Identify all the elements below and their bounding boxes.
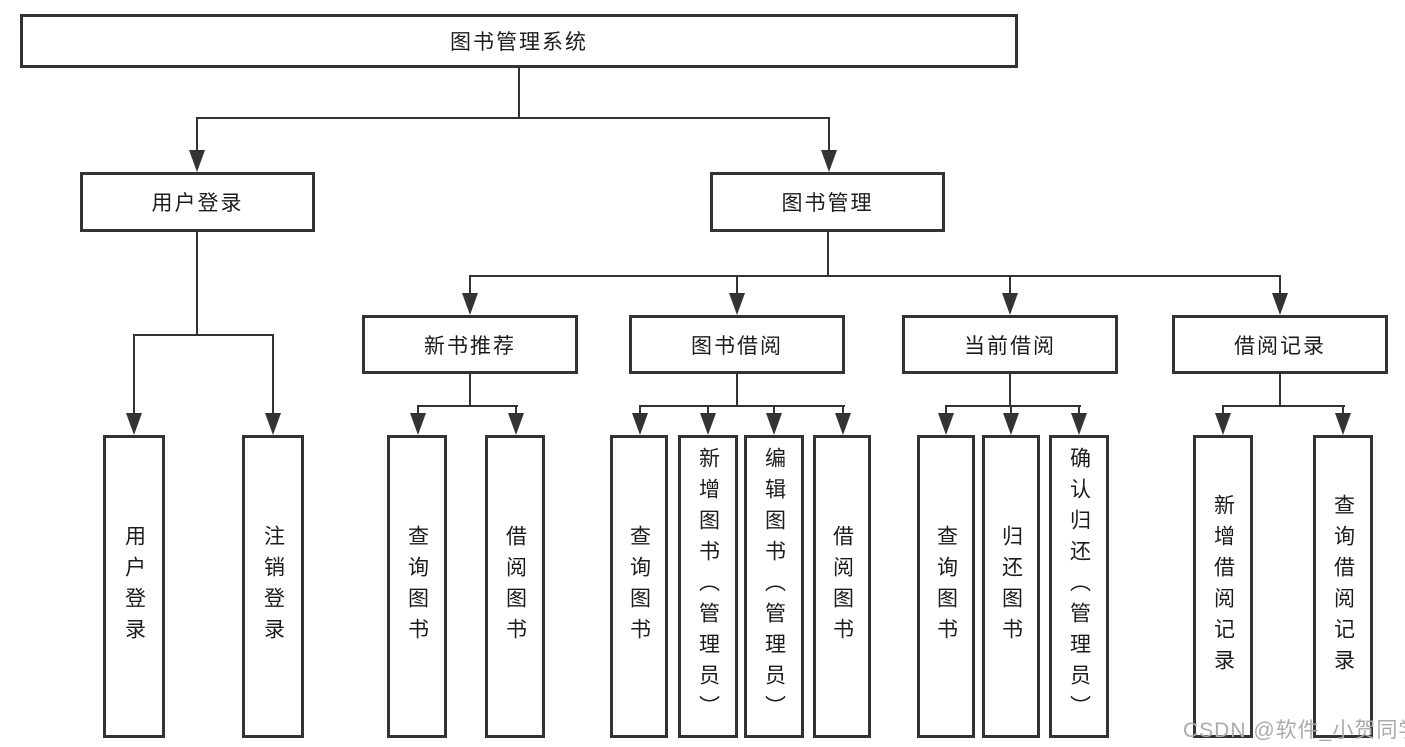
connector-line [518, 67, 520, 119]
arrow-down-icon [1003, 413, 1019, 435]
node-book-management: 图书管理 [710, 172, 945, 232]
leaf-add-books-admin-label: 新增图书（管理员） [696, 447, 720, 726]
leaf-confirm-return-admin: 确认归还（管理员） [1049, 435, 1109, 738]
connector-line [1010, 405, 1012, 415]
csdn-watermark: CSDN @软件_小贺同学 [1183, 719, 1405, 742]
arrow-down-icon [632, 413, 648, 435]
leaf-borrow-books: 借阅图书 [813, 435, 871, 738]
node-borrow-records: 借阅记录 [1172, 315, 1388, 374]
node-current-borrow-label: 当前借阅 [964, 334, 1056, 358]
arrow-down-icon [1272, 293, 1288, 315]
connector-line [1009, 374, 1011, 407]
leaf-query-books-recommend: 查询图书 [387, 435, 447, 738]
leaf-borrow-books-recommend-label: 借阅图书 [503, 524, 527, 649]
connector-line [1009, 275, 1011, 295]
arrow-down-icon [1215, 413, 1231, 435]
leaf-logout-label: 注销登录 [261, 524, 285, 649]
leaf-add-borrow-record: 新增借阅记录 [1193, 435, 1253, 738]
connector-line [1222, 405, 1224, 415]
node-user-login: 用户登录 [80, 172, 315, 232]
connector-line [133, 334, 135, 413]
leaf-edit-books-admin: 编辑图书（管理员） [744, 435, 804, 738]
node-book-borrow: 图书借阅 [629, 315, 845, 374]
arrow-down-icon [265, 413, 281, 435]
connector-line [469, 275, 471, 295]
arrow-down-icon [835, 413, 851, 435]
connector-line [945, 405, 1081, 407]
leaf-query-books-current: 查询图书 [917, 435, 975, 738]
arrow-down-icon [189, 150, 205, 172]
connector-line [842, 405, 844, 415]
arrow-down-icon [126, 413, 142, 435]
node-root-label: 图书管理系统 [450, 31, 588, 54]
node-root-system: 图书管理系统 [20, 14, 1018, 68]
connector-line [1279, 275, 1281, 295]
leaf-confirm-return-admin-label: 确认归还（管理员） [1067, 447, 1091, 726]
leaf-return-books: 归还图书 [982, 435, 1040, 738]
connector-line [469, 275, 1281, 277]
connector-line [1222, 405, 1345, 407]
arrow-down-icon [766, 413, 782, 435]
arrow-down-icon [821, 150, 837, 172]
arrow-down-icon [729, 293, 745, 315]
connector-line [469, 374, 471, 407]
leaf-add-books-admin: 新增图书（管理员） [678, 435, 738, 738]
leaf-edit-books-admin-label: 编辑图书（管理员） [762, 447, 786, 726]
connector-line [736, 374, 738, 407]
node-new-book-recommend: 新书推荐 [362, 315, 578, 374]
connector-line [196, 232, 198, 336]
connector-line [945, 405, 947, 415]
node-borrow-records-label: 借阅记录 [1234, 334, 1326, 358]
leaf-user-login-label: 用户登录 [122, 524, 146, 649]
connector-line [827, 232, 829, 277]
leaf-query-books-borrow: 查询图书 [610, 435, 668, 738]
connector-line [707, 405, 709, 415]
arrow-down-icon [1071, 413, 1087, 435]
connector-line [515, 405, 517, 415]
node-book-borrow-label: 图书借阅 [691, 334, 783, 358]
node-current-borrow: 当前借阅 [902, 315, 1118, 374]
arrow-down-icon [700, 413, 716, 435]
connector-line [736, 275, 738, 295]
leaf-borrow-books-recommend: 借阅图书 [485, 435, 545, 738]
connector-line [196, 117, 198, 152]
connector-line [1342, 405, 1344, 415]
leaf-query-books-current-label: 查询图书 [934, 524, 958, 649]
node-new-book-recommend-label: 新书推荐 [424, 334, 516, 358]
arrow-down-icon [1002, 293, 1018, 315]
connector-line [773, 405, 775, 415]
arrow-down-icon [508, 413, 524, 435]
connector-line [1279, 374, 1281, 407]
leaf-return-books-label: 归还图书 [999, 524, 1023, 649]
connector-line [639, 405, 641, 415]
leaf-borrow-books-label: 借阅图书 [830, 524, 854, 649]
leaf-user-login: 用户登录 [103, 435, 165, 738]
leaf-query-borrow-record-label: 查询借阅记录 [1331, 493, 1355, 680]
arrow-down-icon [462, 293, 478, 315]
arrow-down-icon [1335, 413, 1351, 435]
connector-line [1078, 405, 1080, 415]
node-user-login-label: 用户登录 [151, 192, 244, 215]
connector-line [417, 405, 518, 407]
connector-line [272, 334, 274, 413]
leaf-query-borrow-record: 查询借阅记录 [1313, 435, 1373, 738]
connector-line [196, 117, 830, 119]
leaf-logout: 注销登录 [242, 435, 304, 738]
connector-line [417, 405, 419, 415]
leaf-query-books-borrow-label: 查询图书 [627, 524, 651, 649]
arrow-down-icon [410, 413, 426, 435]
connector-line [639, 405, 845, 407]
leaf-query-books-recommend-label: 查询图书 [405, 524, 429, 649]
connector-line [133, 334, 274, 336]
node-book-management-label: 图书管理 [781, 192, 874, 215]
arrow-down-icon [938, 413, 954, 435]
leaf-add-borrow-record-label: 新增借阅记录 [1211, 493, 1235, 680]
connector-line [828, 117, 830, 152]
